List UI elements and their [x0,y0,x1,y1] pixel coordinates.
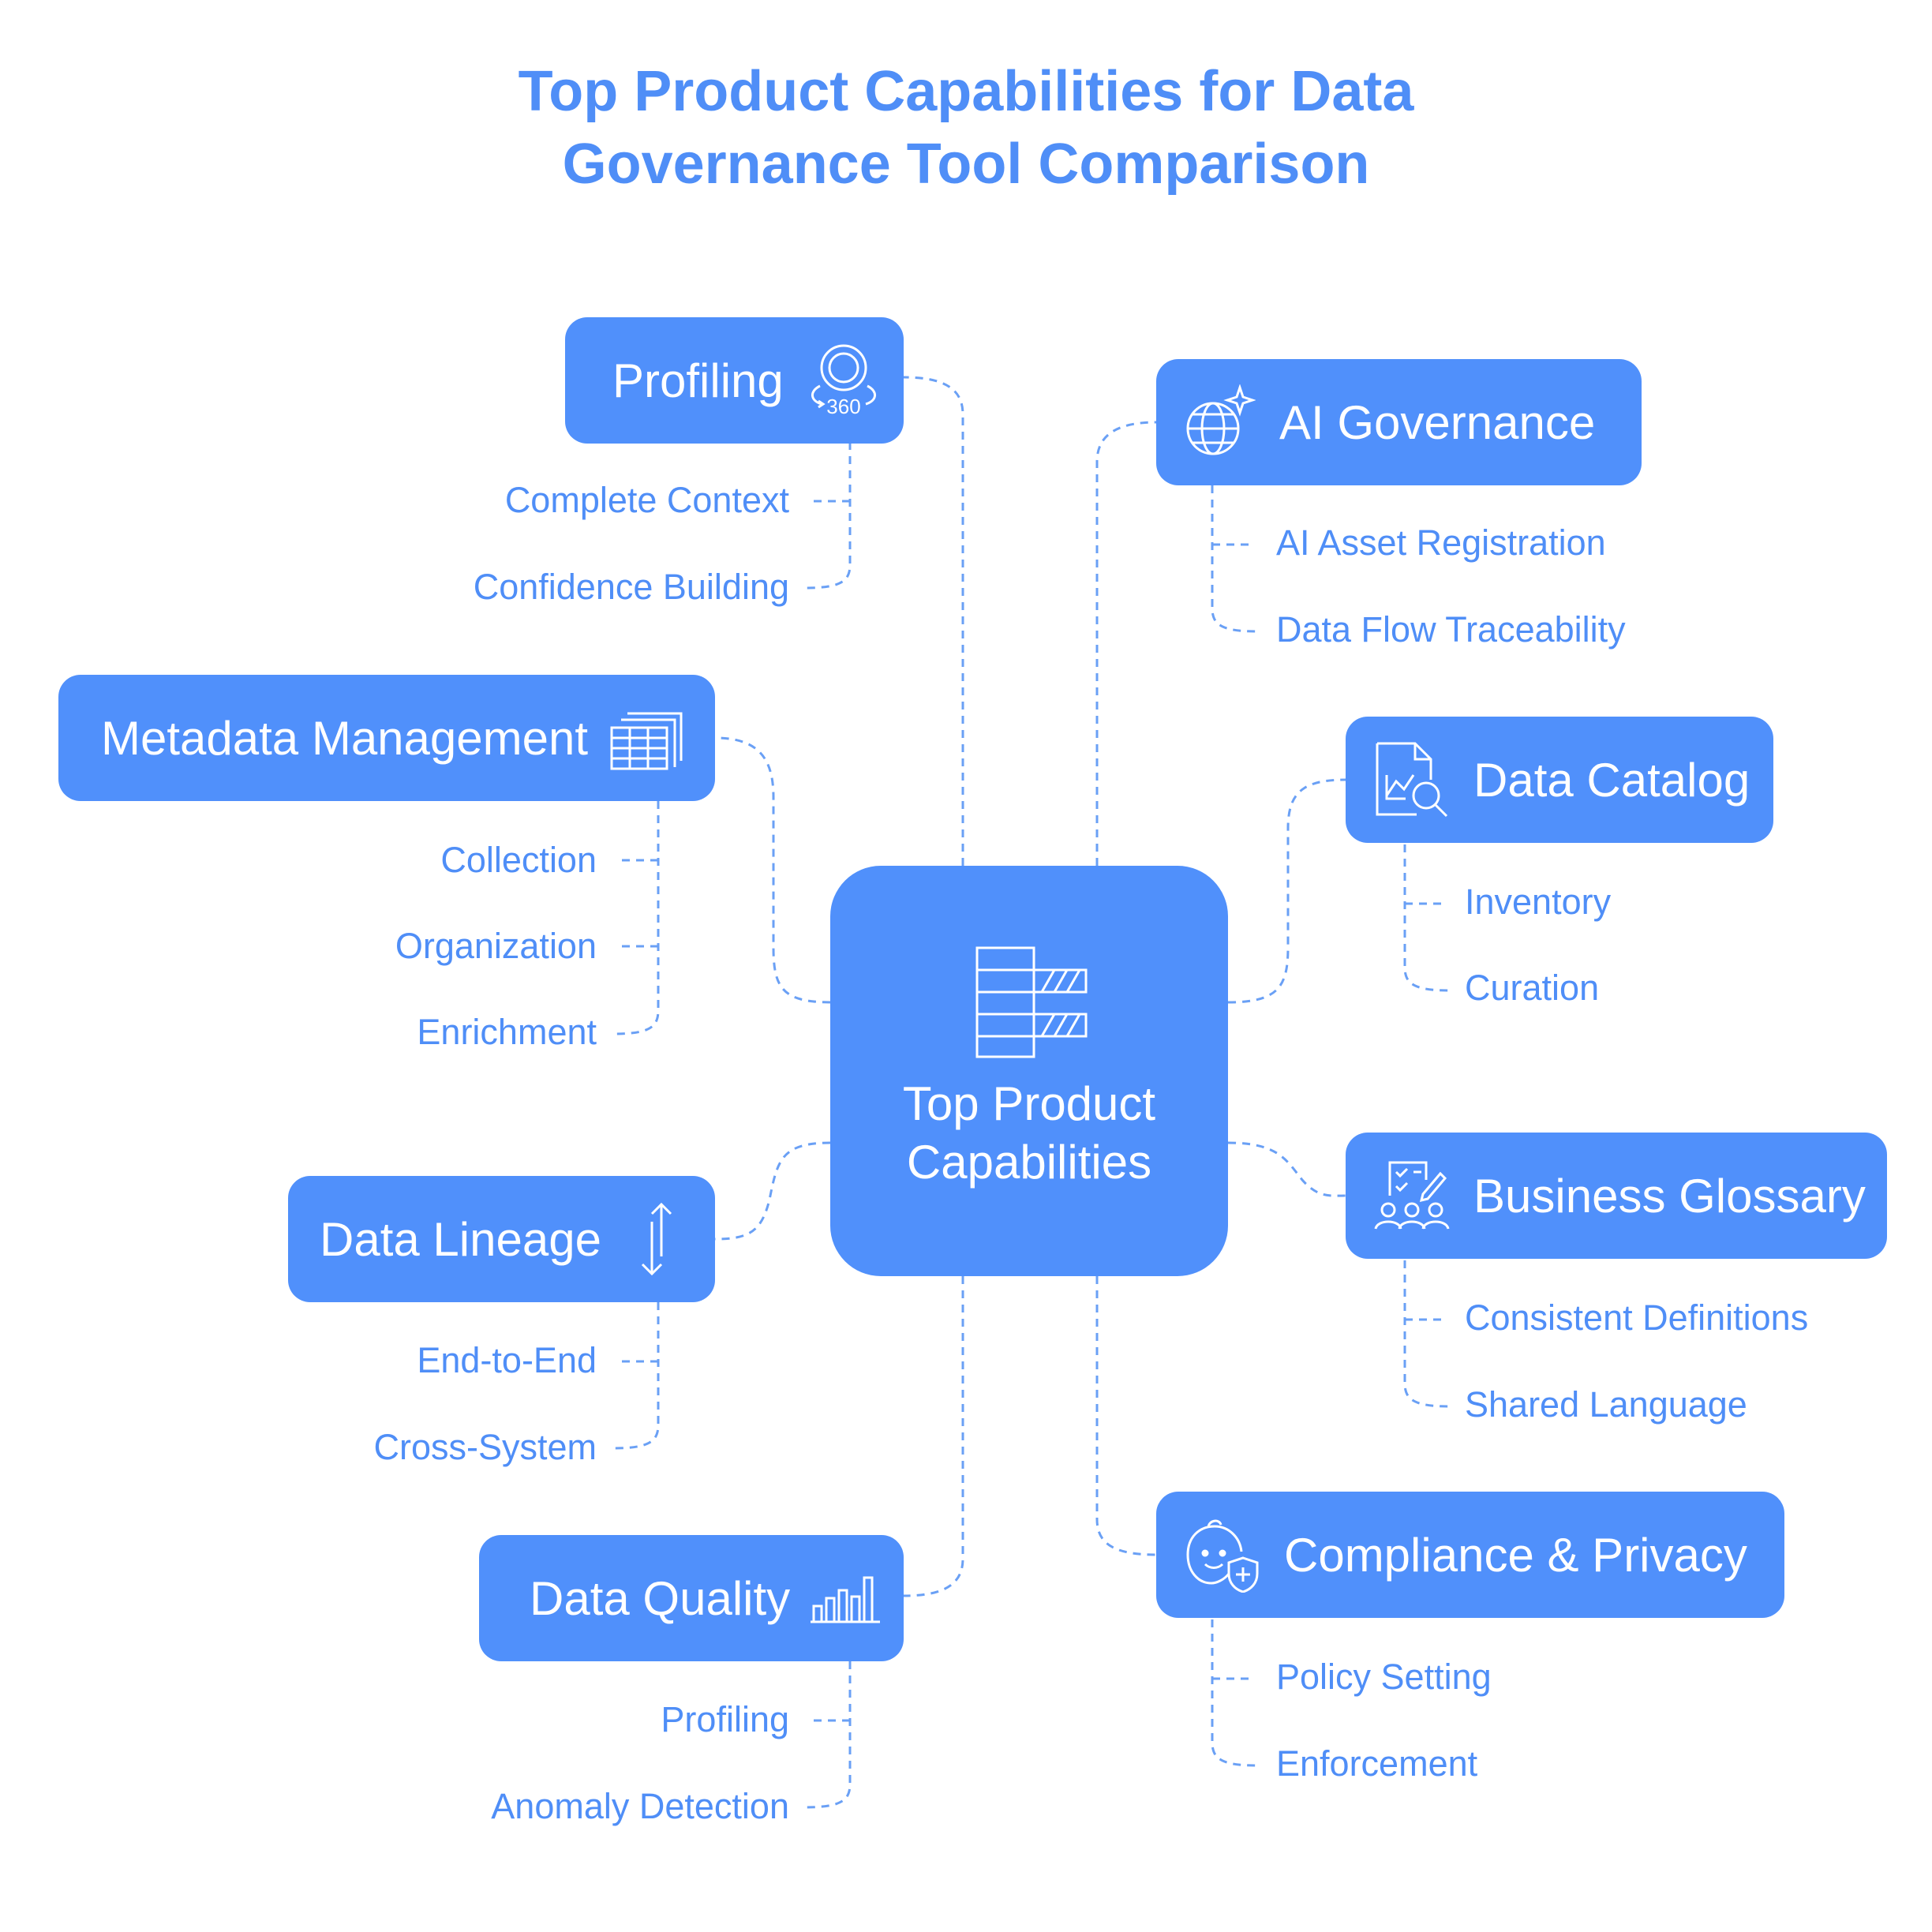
node-quality-label: Data Quality [530,1571,791,1625]
connector-glossary [1227,1141,1346,1197]
node-compliance-privacy[interactable]: Compliance & Privacy [1156,1492,1784,1618]
bar-chart-icon [811,1573,882,1623]
ai-item-1: AI Asset Registration [1276,522,1606,563]
compliance-item-1: Policy Setting [1276,1657,1492,1697]
node-profiling[interactable]: Profiling 360 [565,317,904,444]
up-down-arrows-icon [633,1201,680,1277]
node-lineage-label: Data Lineage [320,1212,601,1266]
center-label-line-1: Top Product [902,1077,1156,1130]
diagram-title: Top Product Capabilities for Data Govern… [0,55,1932,200]
metadata-item-1: Collection [440,840,597,880]
node-ai-governance[interactable]: AI Governance [1156,359,1642,485]
person-shield-icon [1185,1517,1260,1593]
connector-ai [1095,421,1157,866]
quality-item-1: Profiling [661,1699,789,1739]
title-line-1: Top Product Capabilities for Data [518,60,1414,123]
node-metadata-management[interactable]: Metadata Management [58,675,715,801]
connector-profiling [903,376,964,866]
connector-lineage [714,1141,831,1241]
node-ai-label: AI Governance [1279,395,1596,449]
document-search-icon [1374,740,1450,819]
center-label-line-2: Capabilities [906,1136,1152,1189]
node-data-catalog[interactable]: Data Catalog [1346,717,1773,843]
stacked-bars-icon [972,945,1091,1063]
table-stack-icon [608,704,684,772]
metadata-item-3: Enrichment [417,1012,597,1052]
node-data-quality[interactable]: Data Quality [479,1535,904,1661]
quality-item-2: Anomaly Detection [491,1786,789,1826]
connector-catalog [1227,778,1346,1004]
lineage-item-1: End-to-End [417,1340,597,1380]
glossary-item-1: Consistent Definitions [1465,1297,1809,1338]
glossary-item-2: Shared Language [1465,1384,1747,1425]
node-profiling-label: Profiling [612,354,784,407]
ai-item-2: Data Flow Traceability [1276,609,1626,650]
node-glossary-label: Business Glossary [1473,1169,1866,1222]
catalog-item-2: Curation [1465,968,1600,1008]
checklist-people-icon [1374,1158,1450,1234]
globe-sparkle-icon [1185,384,1256,460]
title-line-2: Governance Tool Comparison [562,133,1370,196]
profiling-item-2: Confidence Building [473,567,789,607]
catalog-item-1: Inventory [1465,882,1612,922]
node-metadata-label: Metadata Management [101,711,589,765]
node-data-lineage[interactable]: Data Lineage [288,1176,715,1302]
connector-quality [903,1276,964,1597]
connector-compliance [1095,1276,1157,1556]
lineage-item-2: Cross-System [373,1427,597,1467]
center-node: Top Product Capabilities [830,866,1228,1276]
node-catalog-label: Data Catalog [1473,753,1750,807]
metadata-item-2: Organization [395,926,597,966]
node-compliance-label: Compliance & Privacy [1284,1528,1747,1582]
profiling-item-1: Complete Context [504,480,789,520]
svg-text:360: 360 [826,395,860,418]
connector-metadata [714,736,831,1004]
360-view-icon: 360 [804,343,883,418]
compliance-item-2: Enforcement [1276,1743,1478,1784]
node-business-glossary[interactable]: Business Glossary [1346,1133,1887,1259]
center-label: Top Product Capabilities [830,1075,1228,1192]
